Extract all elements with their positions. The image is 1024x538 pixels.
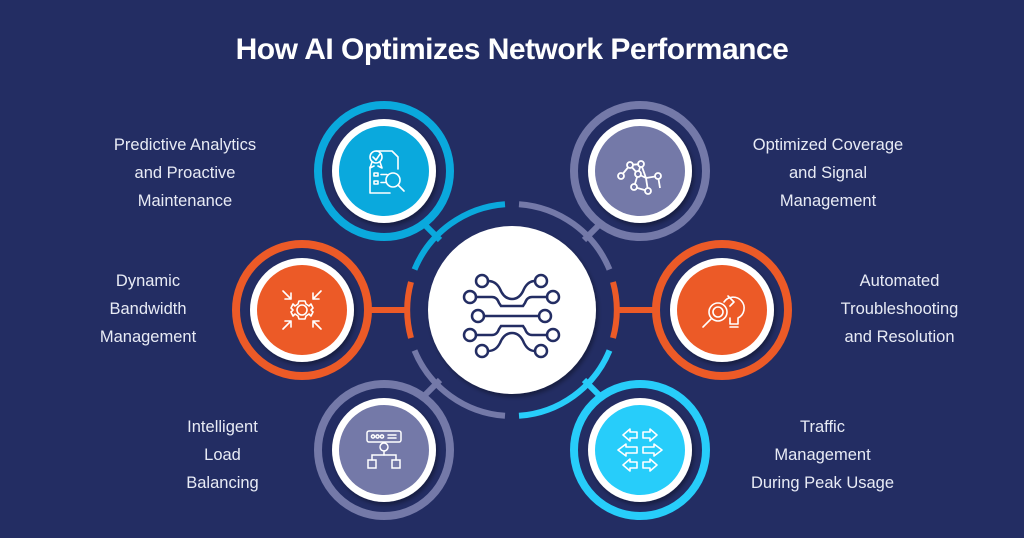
label-line: and Proactive (134, 164, 236, 182)
server-hierarchy-icon (366, 430, 402, 469)
label-line: Predictive Analytics (113, 136, 257, 154)
label-traffic: Traffic Management During Peak Usage (730, 413, 915, 497)
label-predictive: Predictive Analytics and Proactive Maint… (80, 131, 290, 215)
label-line: Automated (859, 272, 940, 290)
label-line: Traffic (800, 418, 845, 436)
arc-left (404, 281, 414, 339)
label-line: Load (204, 446, 241, 464)
label-line: Bandwidth (109, 300, 187, 318)
label-line: Balancing (186, 474, 259, 492)
arc-bottom-left (411, 349, 506, 419)
page-title: How AI Optimizes Network Performance (235, 33, 789, 66)
label-troubleshooting: Automated Troubleshooting and Resolution (812, 267, 987, 351)
label-line: Intelligent (187, 418, 258, 436)
label-bandwidth: Dynamic Bandwidth Management (78, 267, 218, 351)
node-predictive (314, 101, 454, 241)
bidirectional-arrows-icon (617, 428, 663, 472)
center-node (428, 226, 596, 394)
network-nodes-icon (617, 160, 662, 195)
neural-circuit-icon (462, 273, 561, 359)
label-line: Maintenance (137, 192, 233, 210)
node-troubleshooting (652, 240, 792, 380)
label-line: Dynamic (115, 272, 181, 290)
arc-right (610, 281, 620, 339)
label-line: Management (99, 328, 197, 346)
node-coverage (570, 101, 710, 241)
label-line: Troubleshooting (840, 300, 959, 318)
arc-top-right (518, 201, 613, 271)
label-coverage: Optimized Coverage and Signal Management (728, 131, 928, 215)
label-line: and Signal (789, 164, 867, 182)
label-line: During Peak Usage (750, 474, 895, 492)
magnifier-bulb-icon (702, 295, 745, 328)
label-line: Optimized Coverage (752, 136, 904, 154)
document-search-icon (369, 150, 405, 194)
label-loadbalancing: Intelligent Load Balancing (160, 413, 285, 497)
label-line: Management (774, 446, 871, 464)
arc-top-left (411, 201, 506, 271)
node-loadbalancing (314, 380, 454, 520)
connectors (369, 222, 655, 398)
label-line: and Resolution (844, 328, 955, 346)
node-traffic (570, 380, 710, 520)
node-bandwidth (232, 240, 372, 380)
arc-bottom-right (518, 349, 613, 419)
label-line: Management (779, 192, 877, 210)
center-arc-ring (404, 201, 620, 419)
gear-arrows-icon (282, 290, 322, 330)
